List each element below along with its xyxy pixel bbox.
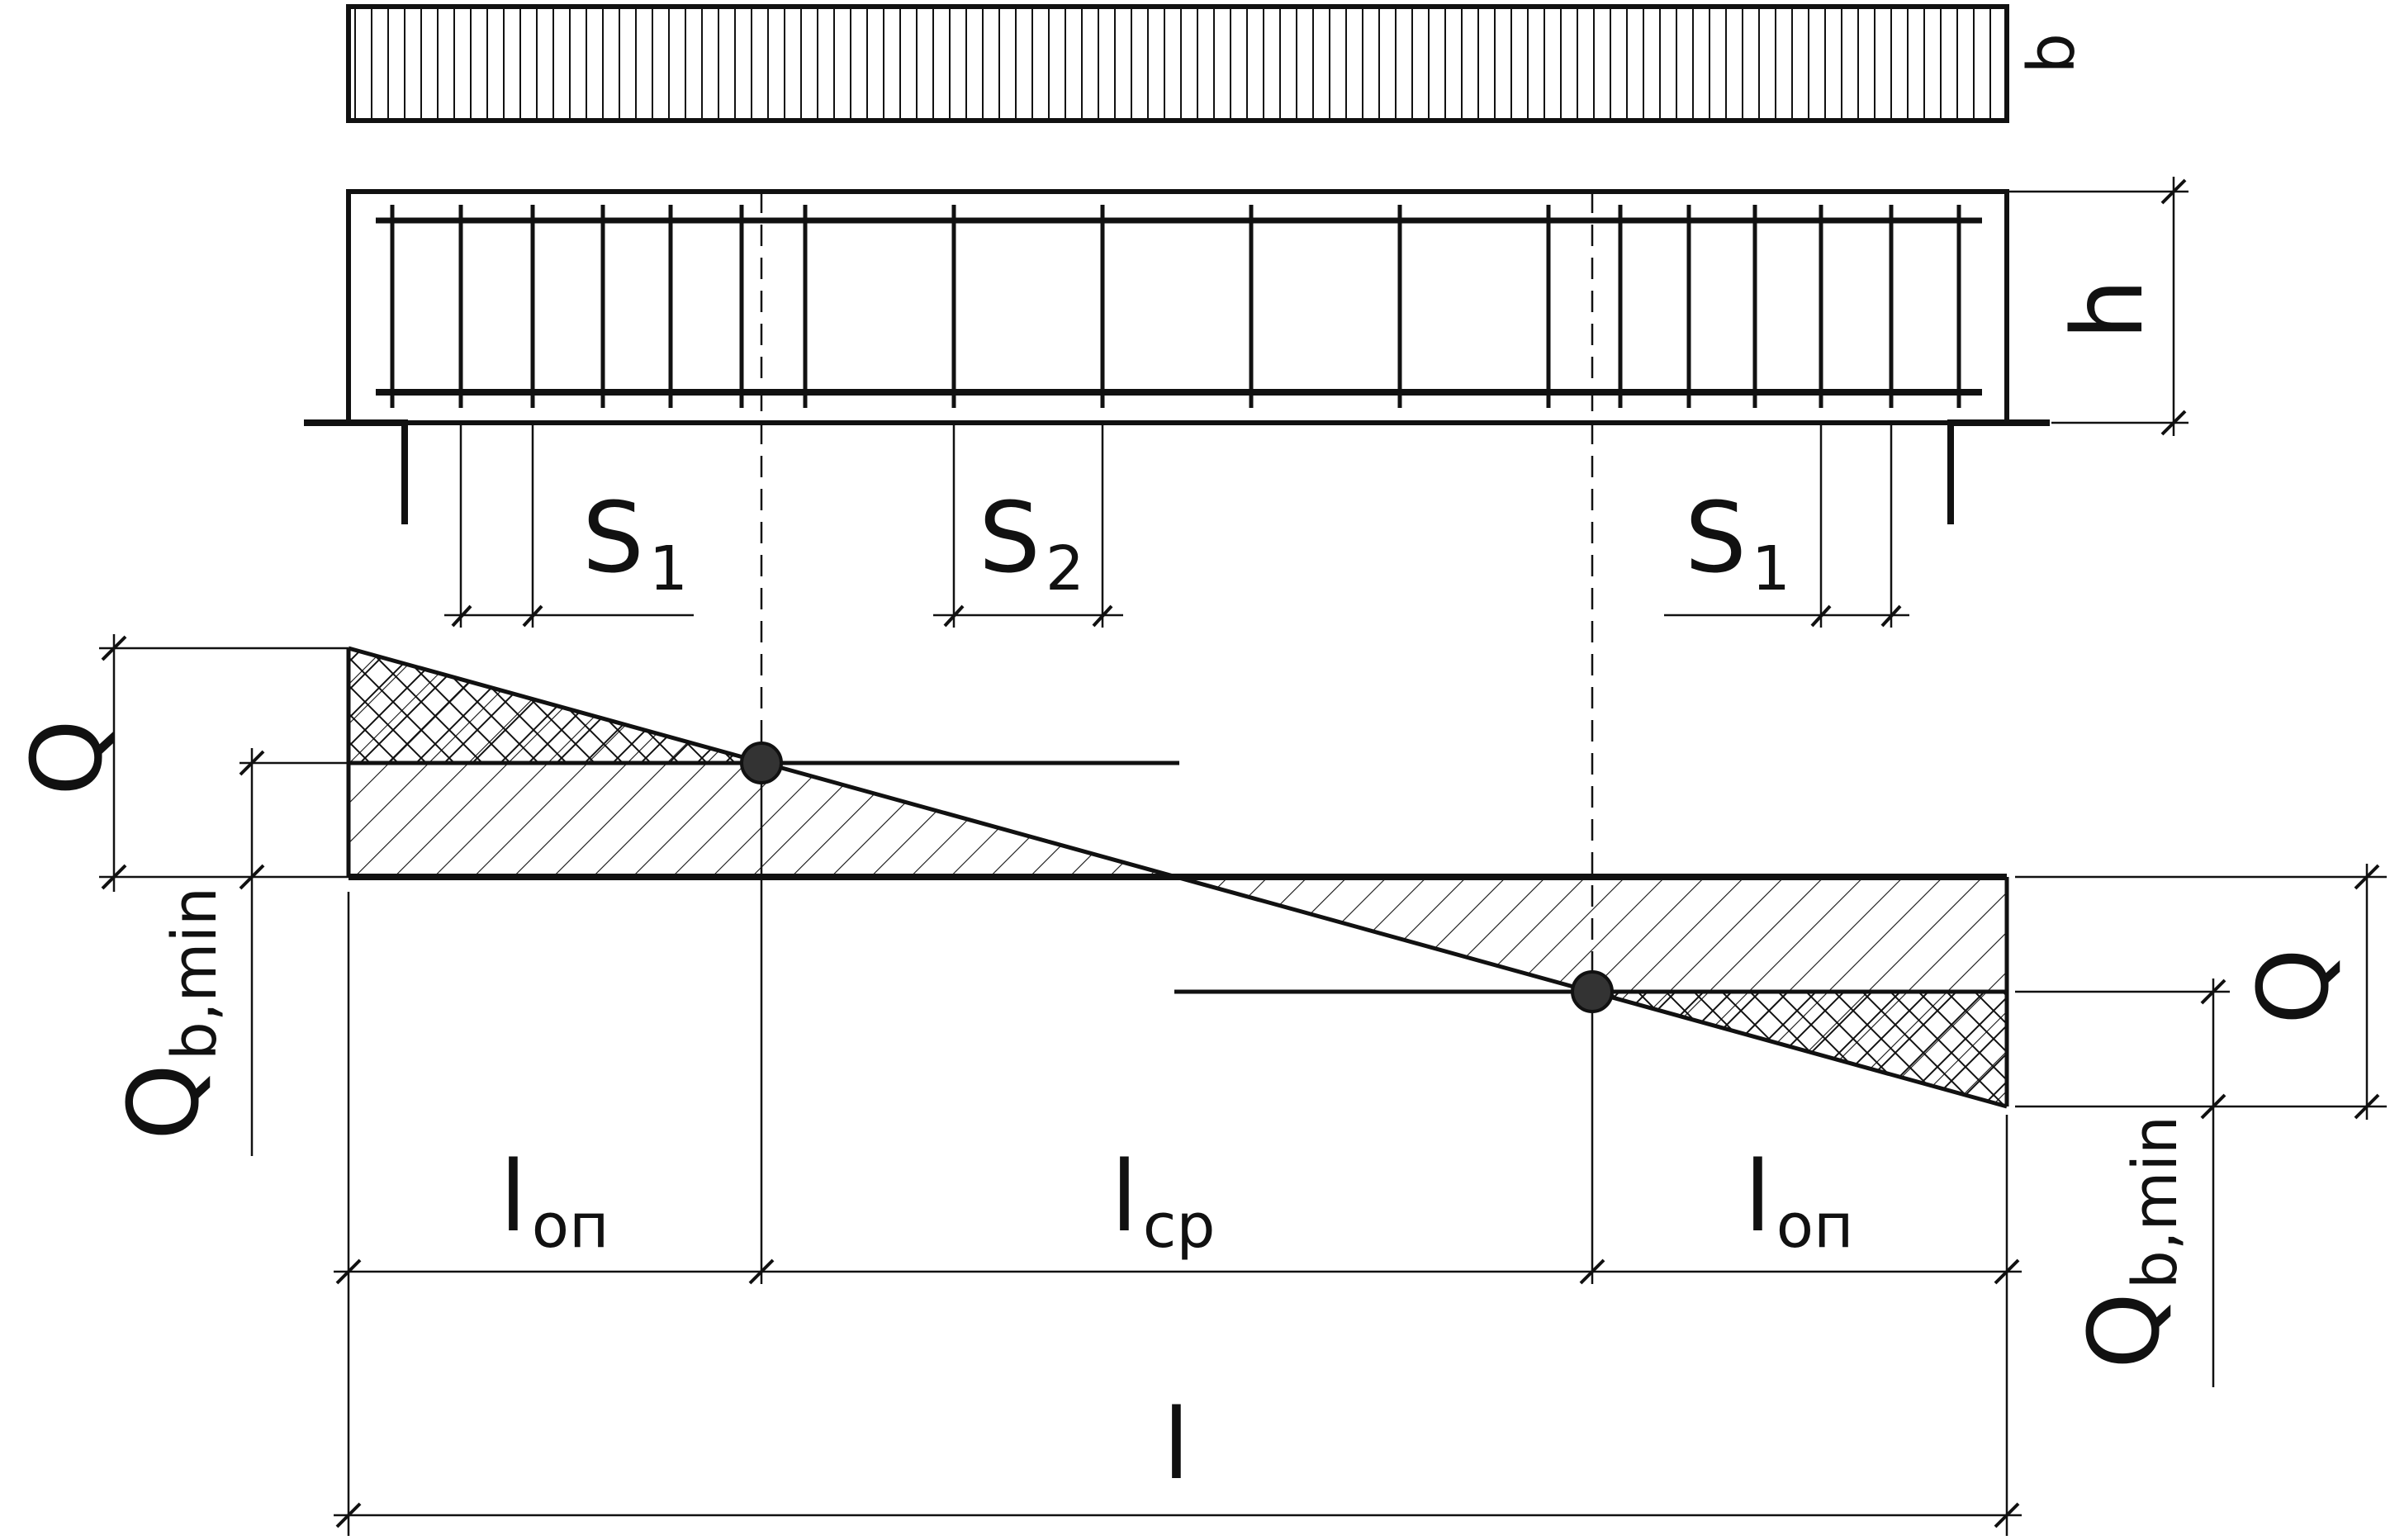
intersection-point-right (1571, 970, 1614, 1013)
length-middle-label: lср (1111, 1140, 1215, 1262)
shear-diagram (346, 646, 2009, 1109)
beam-outline (346, 189, 2009, 425)
right-shear-dimensions (2015, 864, 2387, 1387)
left-support (304, 419, 408, 524)
right-support (1947, 419, 2050, 524)
spacing-middle-label: S2 (979, 481, 1084, 604)
qb-min-right-label: Qb,min (2067, 1116, 2191, 1369)
load-label: q (2022, 33, 2097, 74)
span-label: l (1163, 1387, 1190, 1501)
zone-boundaries (760, 192, 1594, 1284)
spacing-dimensions (444, 423, 1909, 628)
spacing-left-label: S1 (582, 481, 688, 604)
length-right-label: lоп (1744, 1140, 1853, 1262)
stirrups (390, 205, 1961, 408)
qb-min-left-label: Qb,min (107, 887, 230, 1140)
shear-right-label: Q (2236, 948, 2350, 1025)
intersection-point-left (740, 742, 783, 784)
spacing-right-label: S1 (1685, 481, 1790, 604)
height-dimension (1982, 177, 2188, 436)
left-shear-dimensions (99, 634, 349, 1156)
distributed-load (346, 4, 2009, 123)
height-label: h (2051, 278, 2165, 340)
length-dimensions (334, 892, 2022, 1536)
beam (304, 189, 2050, 524)
load-block (346, 4, 2009, 123)
length-left-label: lоп (500, 1140, 609, 1262)
shear-left-label: Q (10, 719, 124, 796)
